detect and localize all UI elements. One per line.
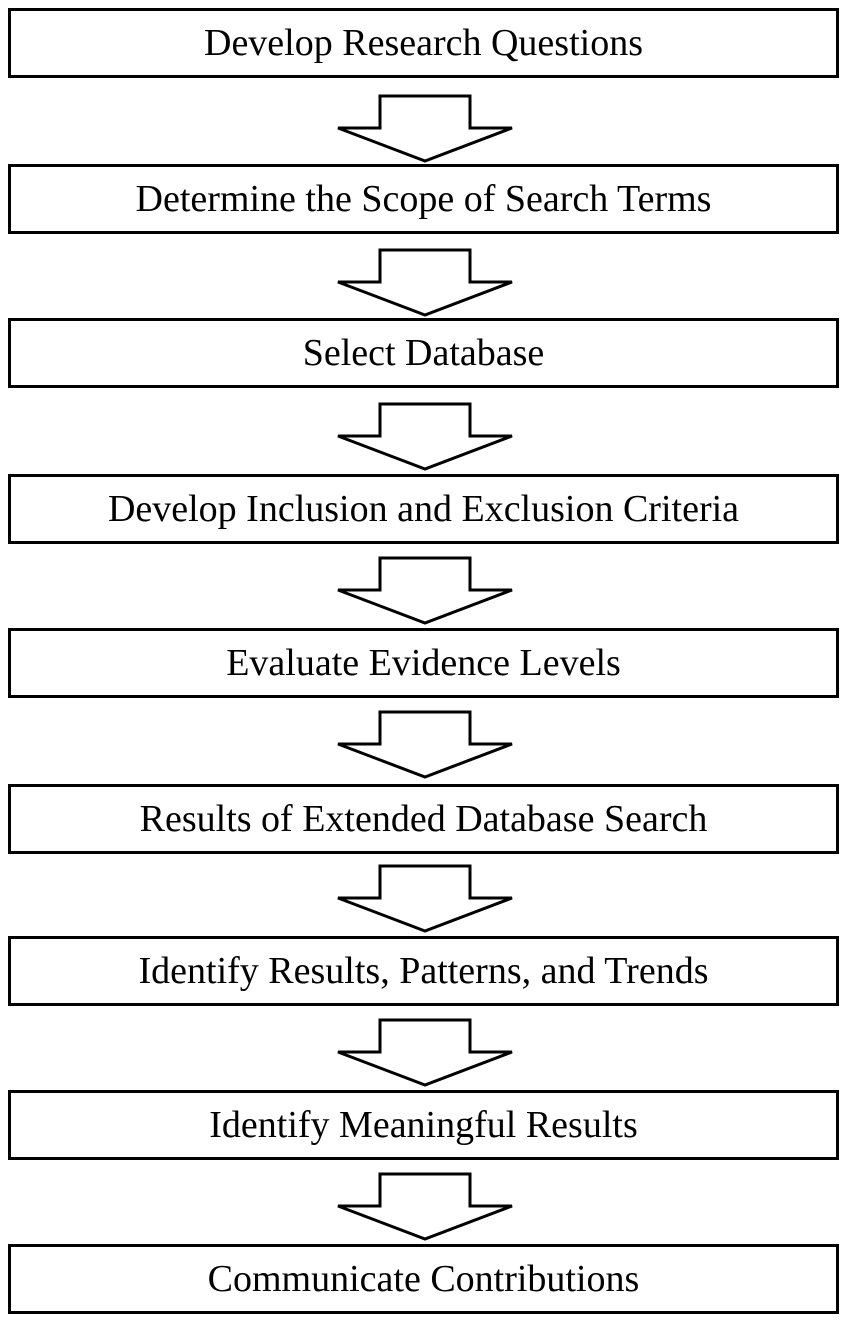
- down-arrow-icon: [337, 248, 513, 317]
- step-box-2: Determine the Scope of Search Terms: [8, 164, 839, 234]
- step-box-5: Evaluate Evidence Levels: [8, 628, 839, 698]
- down-arrow-icon: [337, 710, 513, 779]
- step-box-6: Results of Extended Database Search: [8, 784, 839, 854]
- step-box-9: Communicate Contributions: [8, 1244, 839, 1314]
- step-label-1: Develop Research Questions: [204, 22, 643, 64]
- step-label-9: Communicate Contributions: [207, 1258, 640, 1300]
- step-box-3: Select Database: [8, 318, 839, 388]
- down-arrow-icon: [337, 402, 513, 471]
- down-arrow-icon: [337, 1172, 513, 1241]
- step-box-1: Develop Research Questions: [8, 8, 839, 78]
- step-label-4: Develop Inclusion and Exclusion Criteria: [107, 488, 740, 530]
- step-box-7: Identify Results, Patterns, and Trends: [8, 936, 839, 1006]
- step-label-5: Evaluate Evidence Levels: [226, 642, 621, 684]
- step-label-8: Identify Meaningful Results: [209, 1104, 638, 1146]
- step-label-2: Determine the Scope of Search Terms: [135, 178, 712, 220]
- down-arrow-icon: [337, 556, 513, 625]
- step-label-6: Results of Extended Database Search: [139, 798, 708, 840]
- step-label-7: Identify Results, Patterns, and Trends: [138, 950, 709, 992]
- down-arrow-icon: [337, 94, 513, 163]
- down-arrow-icon: [337, 1018, 513, 1087]
- step-box-4: Develop Inclusion and Exclusion Criteria: [8, 474, 839, 544]
- step-box-8: Identify Meaningful Results: [8, 1090, 839, 1160]
- down-arrow-icon: [337, 864, 513, 933]
- step-label-3: Select Database: [302, 332, 545, 374]
